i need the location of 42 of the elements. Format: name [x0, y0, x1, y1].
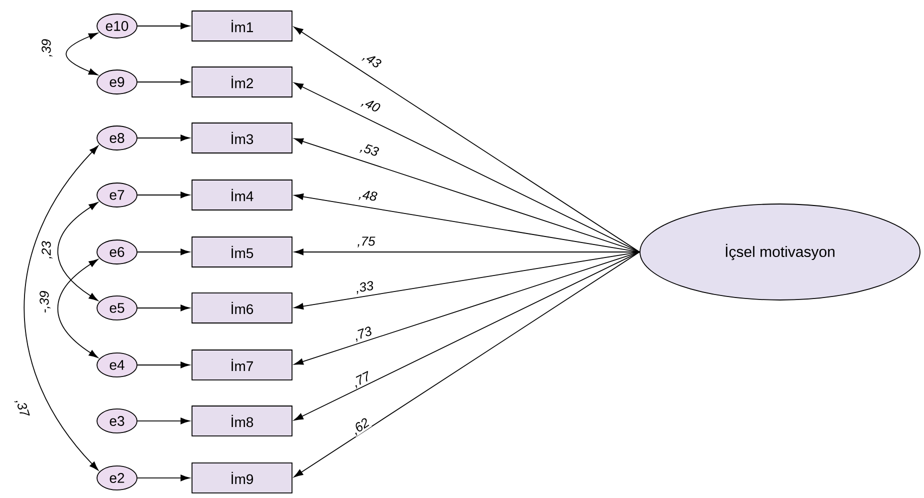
edge-label: ,62: [350, 416, 372, 437]
loading-arrow: [294, 252, 640, 478]
covariance-arrow: [66, 32, 98, 76]
indicator-box: İm2: [192, 66, 292, 98]
indicator-box: İm8: [192, 406, 292, 436]
path-arrow: [137, 22, 190, 30]
loading-arrow: [294, 252, 640, 420]
indicator-box: İm4: [192, 180, 292, 210]
path-arrow: [137, 192, 190, 198]
indicator-box: İm7: [192, 350, 292, 380]
path-arrow: [137, 248, 190, 256]
path-arrow: [137, 78, 190, 86]
path-arrow: [137, 304, 190, 312]
indicator-box: İm3: [192, 122, 292, 154]
indicator-box: İm6: [192, 292, 292, 324]
indicator-box: İm9: [192, 462, 292, 494]
indicator-box: İm1: [192, 10, 292, 42]
edge-label: ,77: [350, 370, 373, 390]
covariance-arrow: [57, 259, 98, 358]
edge-label: ,43: [360, 50, 383, 71]
covariance-arrow: [57, 202, 98, 301]
edge-label: ,73: [352, 325, 374, 343]
edge-label: -,39: [39, 290, 51, 314]
loading-arrow: [294, 138, 640, 252]
path-arrow: [137, 418, 190, 424]
loading-arrow: [294, 194, 640, 252]
edge-label: ,33: [354, 280, 375, 295]
edge-label: ,75: [356, 236, 376, 248]
edge-label: ,40: [360, 96, 382, 115]
edge-label: ,39: [41, 38, 53, 58]
loading-arrow: [294, 26, 640, 252]
edge-label: ,23: [41, 240, 53, 260]
path-arrow: [137, 362, 190, 368]
covariance-arrow: [24, 146, 98, 470]
path-arrow: [137, 134, 190, 142]
edge-label: ,53: [358, 142, 380, 159]
indicator-box: İm5: [192, 236, 292, 268]
edge-label: ,48: [358, 188, 378, 204]
edge-label: ,37: [13, 397, 31, 419]
path-arrow: [137, 474, 190, 482]
loading-arrow: [294, 82, 640, 252]
loading-arrow: [294, 252, 640, 365]
